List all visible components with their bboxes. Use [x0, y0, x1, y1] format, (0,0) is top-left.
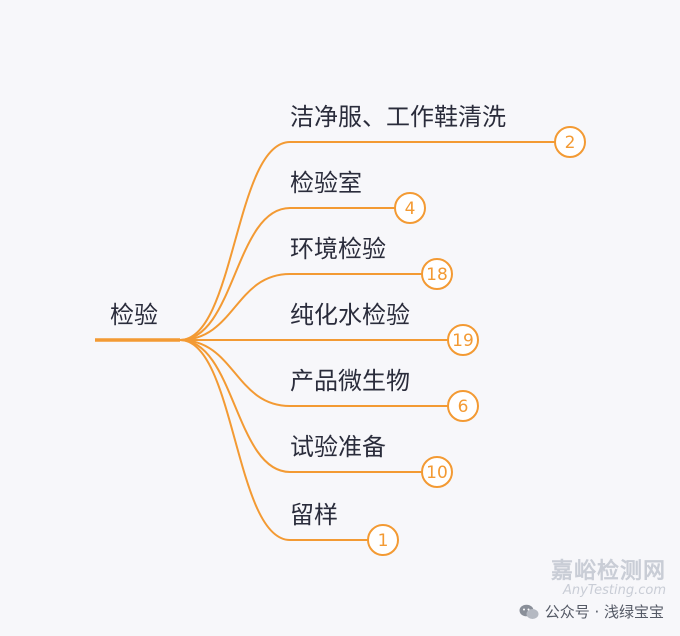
- branch-label: 产品微生物: [290, 367, 410, 395]
- count-badge: [394, 192, 426, 224]
- count-badge-value: 6: [458, 397, 469, 417]
- branch-node[interactable]: 试验准备 10: [179, 339, 453, 488]
- count-badge: [367, 524, 399, 556]
- watermark: 嘉峪检测网 AnyTesting.com: [551, 553, 666, 598]
- branch-connector: [179, 207, 395, 341]
- branch-node[interactable]: 环境检验 18: [179, 235, 453, 341]
- branch-connector: [179, 339, 368, 541]
- branch-node[interactable]: 产品微生物 6: [179, 339, 479, 422]
- branch-label: 纯化水检验: [290, 301, 410, 329]
- branch-connector: [179, 141, 555, 341]
- count-badge-value: 10: [426, 463, 448, 483]
- branch-label: 检验室: [290, 169, 362, 197]
- count-badge: [447, 324, 479, 356]
- count-badge: [421, 456, 453, 488]
- branch-label: 洁净服、工作鞋清洗: [290, 103, 506, 131]
- watermark-title: 嘉峪检测网: [550, 559, 666, 584]
- count-badge-value: 2: [565, 133, 576, 153]
- branch-label: 环境检验: [290, 235, 386, 263]
- count-badge-value: 19: [452, 331, 474, 351]
- branch-node[interactable]: 检验室 4: [179, 169, 426, 341]
- count-badge: [447, 390, 479, 422]
- branch-label: 试验准备: [290, 433, 386, 461]
- branch-node[interactable]: 留样 1: [179, 339, 399, 556]
- branch-connector: [179, 339, 422, 473]
- count-badge: [554, 126, 586, 158]
- count-badge-value: 1: [378, 531, 389, 551]
- account-attribution: 公众号 · 浅绿宝宝: [519, 601, 664, 622]
- branch-node[interactable]: 洁净服、工作鞋清洗 2: [179, 103, 586, 341]
- account-label: 公众号 · 浅绿宝宝: [544, 603, 664, 621]
- count-badge-value: 18: [426, 265, 448, 285]
- wechat-icon: [519, 604, 539, 620]
- root-node-label: 检验: [110, 301, 158, 329]
- branch-connector: [179, 339, 448, 407]
- watermark-subtitle: AnyTesting.com: [562, 583, 666, 598]
- branch-connector: [179, 273, 422, 341]
- branch-node[interactable]: 纯化水检验 19: [180, 301, 479, 356]
- count-badge: [421, 258, 453, 290]
- branch-label: 留样: [290, 501, 338, 529]
- count-badge-value: 4: [405, 199, 416, 219]
